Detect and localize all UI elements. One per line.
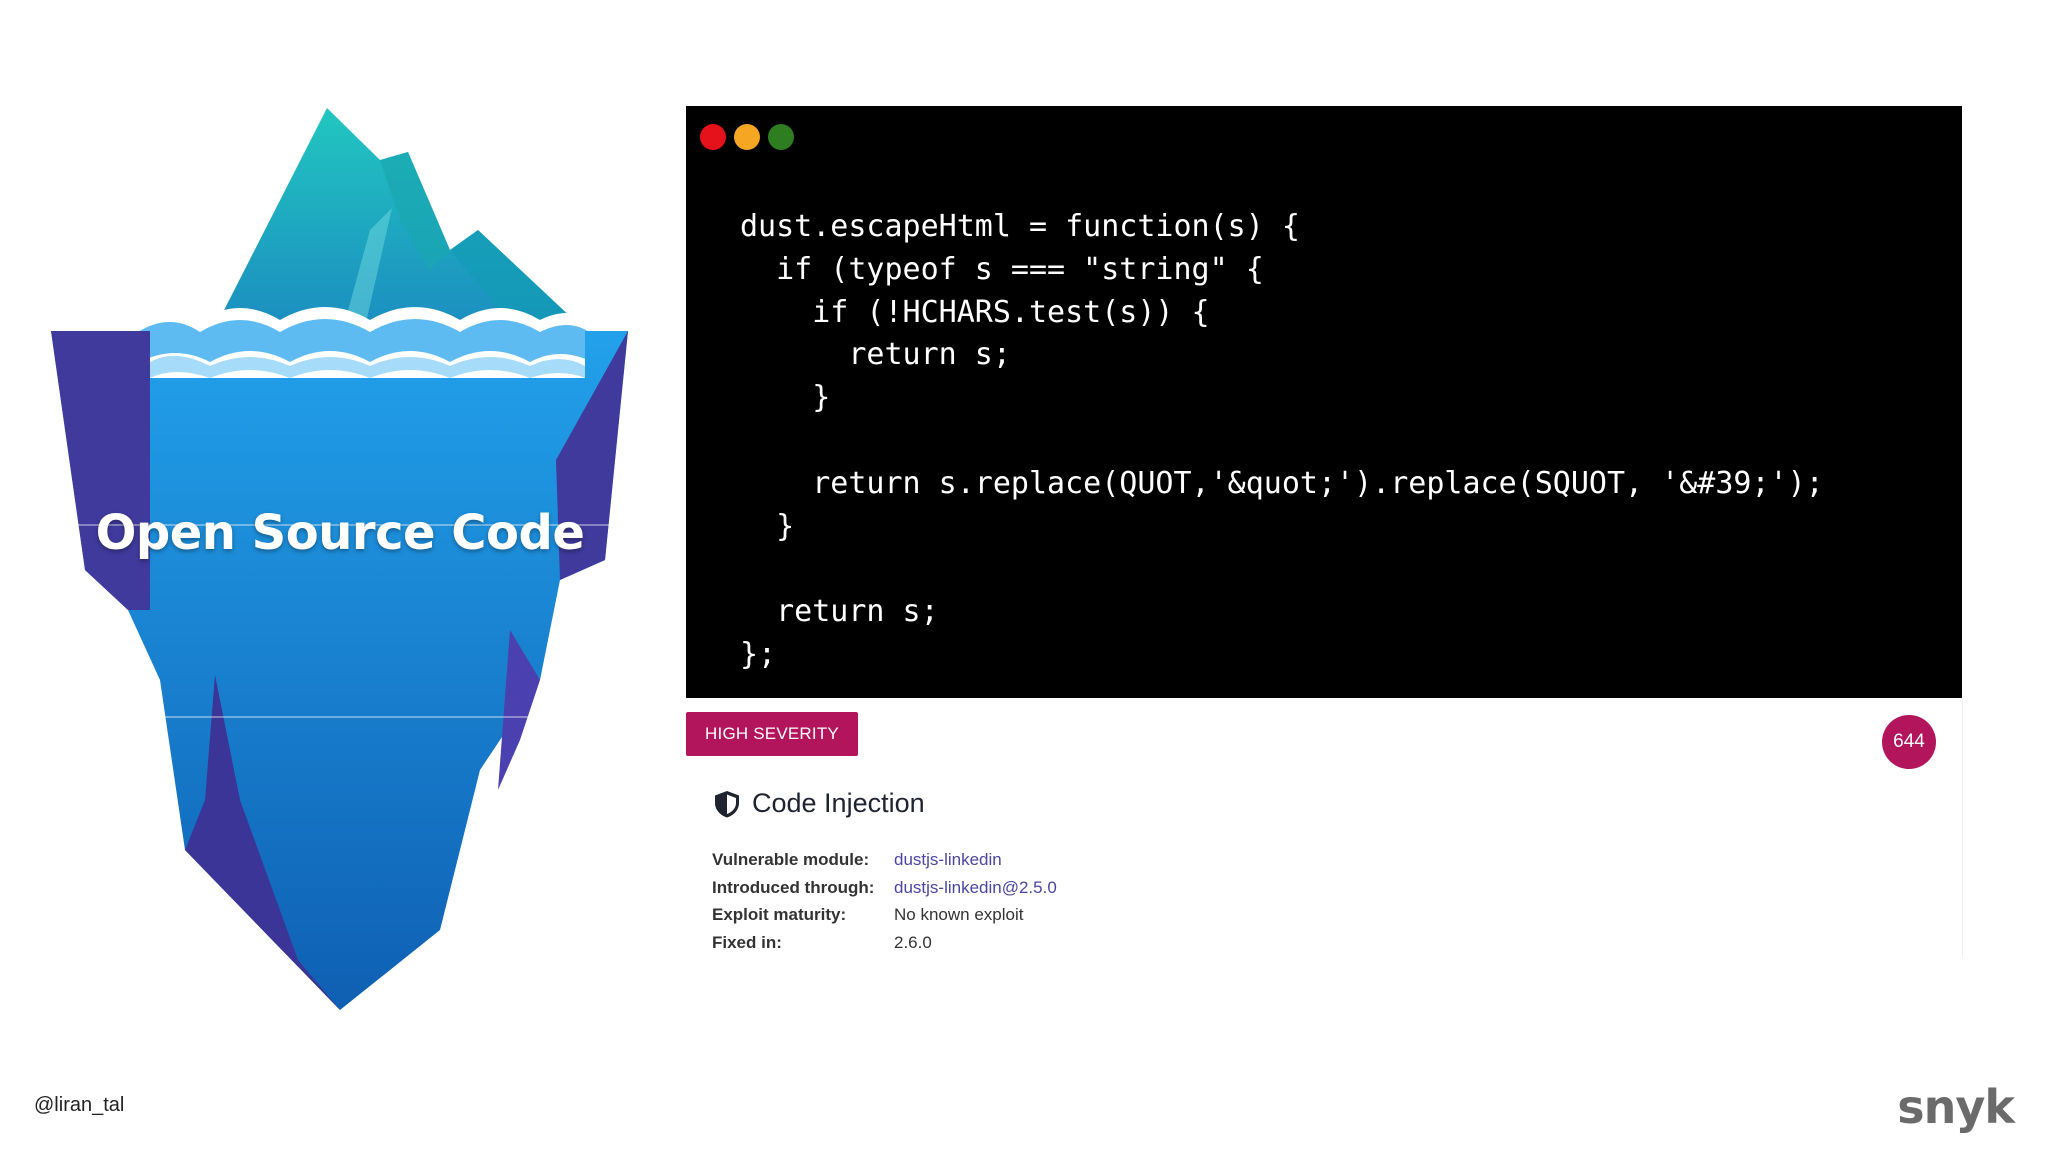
maximize-window-dot	[768, 124, 794, 150]
iceberg-graphic	[51, 108, 628, 1010]
code-line	[740, 548, 1824, 591]
detail-row-fixed-in: Fixed in: 2.6.0	[712, 929, 1057, 957]
fixed-in-value: 2.6.0	[894, 932, 932, 952]
code-line: return s;	[740, 594, 939, 630]
detail-row-introduced-through: Introduced through: dustjs-linkedin@2.5.…	[712, 874, 1057, 902]
code-line	[740, 420, 1824, 463]
issue-count-badge: 644	[1882, 715, 1936, 769]
detail-label: Introduced through:	[712, 877, 875, 897]
introduced-through-link[interactable]: dustjs-linkedin@2.5.0	[894, 877, 1057, 897]
vulnerable-module-link[interactable]: dustjs-linkedin	[894, 850, 1002, 869]
vulnerability-card: HIGH SEVERITY 644 Code Injection Vulnera…	[686, 700, 1963, 957]
exploit-maturity-value: No known exploit	[894, 905, 1024, 924]
code-line: if (!HCHARS.test(s)) {	[740, 294, 1210, 330]
detail-label: Vulnerable module:	[712, 850, 870, 869]
vulnerability-details: Vulnerable module: dustjs-linkedin Intro…	[712, 846, 1057, 956]
code-line: return s;	[740, 337, 1011, 373]
code-line: dust.escapeHtml = function(s) {	[740, 209, 1300, 244]
detail-label: Exploit maturity:	[712, 905, 847, 924]
vulnerability-header: Code Injection	[712, 788, 925, 819]
vulnerability-title[interactable]: Code Injection	[752, 788, 925, 818]
code-block: dust.escapeHtml = function(s) { if (type…	[740, 206, 1824, 677]
code-window: dust.escapeHtml = function(s) { if (type…	[686, 106, 1962, 698]
code-line: }	[740, 508, 795, 544]
shield-icon	[715, 790, 739, 817]
close-window-dot	[700, 124, 726, 150]
detail-row-exploit-maturity: Exploit maturity: No known exploit	[712, 901, 1057, 929]
minimize-window-dot	[734, 124, 760, 150]
iceberg-illustration: Open Source Code	[40, 100, 640, 1020]
code-line: if (typeof s === "string" {	[740, 251, 1264, 287]
detail-row-vulnerable-module: Vulnerable module: dustjs-linkedin	[712, 846, 1057, 874]
code-line: return s.replace(QUOT,'&quot;').replace(…	[740, 465, 1824, 501]
severity-badge: HIGH SEVERITY	[686, 712, 858, 756]
code-line: }	[740, 380, 831, 416]
iceberg-title: Open Source Code	[95, 505, 585, 561]
brand-logo: snyk	[1897, 1080, 2015, 1134]
code-line: };	[740, 636, 777, 672]
detail-label: Fixed in:	[712, 932, 782, 952]
author-handle: @liran_tal	[34, 1094, 125, 1116]
